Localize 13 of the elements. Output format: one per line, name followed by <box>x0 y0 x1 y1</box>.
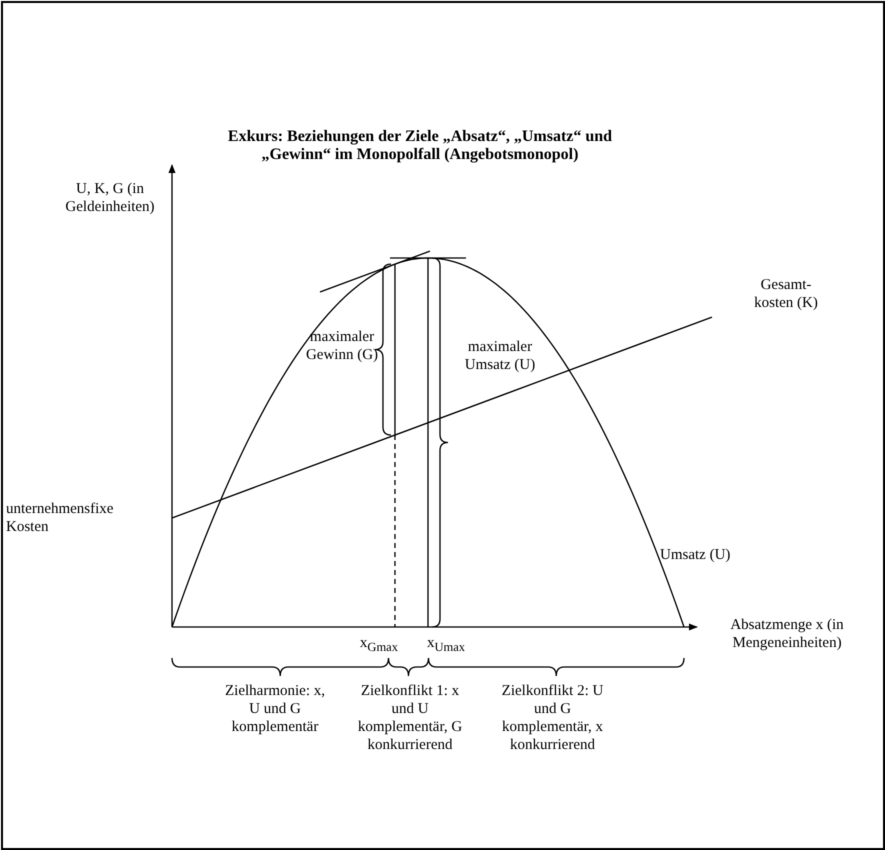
axis-label: unternehmensfixe Kosten <box>6 500 114 536</box>
tick-label: x$_{Gmax}$ <box>358 634 399 656</box>
axis-label: U, K, G (in Geldeinheiten) <box>64 180 156 216</box>
curve-label: Gesamt- kosten (K) <box>753 276 819 312</box>
diagram-title: Exkurs: Beziehungen der Ziele „Absatz“, „Umsatz“ und „Gewinn“ im Monopolfall (Angebotsmonopol) <box>226 128 614 164</box>
bracket-label: maximaler Gewinn (G) <box>304 328 380 364</box>
bracket-label: maximaler Umsatz (U) <box>464 338 536 374</box>
section-label: Zielkonflikt 2: U und G komplementär, x konkurrierend <box>500 682 604 754</box>
tick-label: x$_{Umax}$ <box>426 634 466 656</box>
axis-label: Absatzmenge x (in Mengeneinheiten) <box>729 616 845 652</box>
section-label: Zielharmonie: x, U und G komplementär <box>225 682 325 736</box>
section-label: Zielkonflikt 1: x und U komplementär, G konkurrierend <box>356 682 464 754</box>
curve-label: Umsatz (U) <box>660 546 732 564</box>
